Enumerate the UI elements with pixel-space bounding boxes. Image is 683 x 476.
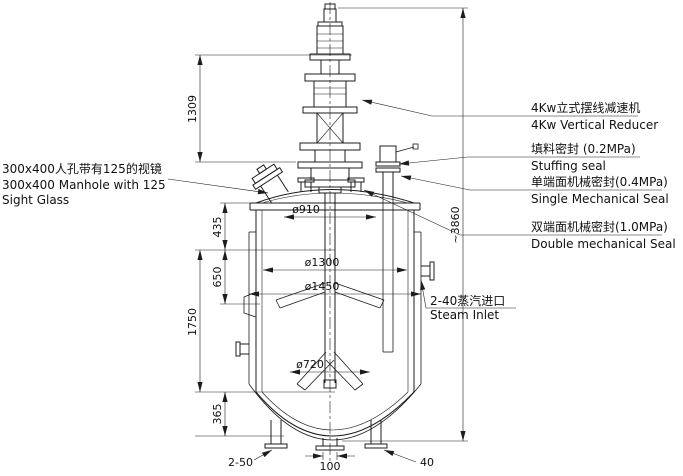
- dimension-overall-height: ~3860: [338, 7, 468, 442]
- nozzles: [235, 143, 435, 451]
- vessel-body: [243, 189, 422, 441]
- dim-dia720: ø720: [296, 358, 324, 371]
- reducer-label-cn: 4Kw立式摆线减速机: [531, 100, 640, 115]
- dim-650: 650: [211, 267, 224, 288]
- single-seal-label-en: Single Mechanical Seal: [531, 192, 669, 206]
- stuffing-seal-label-cn: 填料密封 (0.2MPa): [531, 141, 636, 156]
- agitator: [275, 193, 385, 391]
- dim-1750: 1750: [186, 308, 199, 336]
- stuffing-seal-label-en: Stuffing seal: [531, 159, 606, 173]
- double-seal-label-cn: 双端面机械密封(1.0MPa): [531, 219, 668, 234]
- dimensions-diameter: ø910 ø1300 ø1450 ø720: [249, 203, 421, 375]
- single-seal-label-cn: 单端面机械密封(0.4MPa): [531, 174, 668, 189]
- dim-40: 40: [420, 456, 434, 469]
- callout-reducer: 4Kw立式摆线减速机 4Kw Vertical Reducer: [361, 99, 658, 132]
- dim-3860: ~3860: [449, 206, 462, 243]
- manhole-label-en1: 300x400 Manhole with 125: [2, 178, 166, 192]
- dim-dia910: ø910: [292, 203, 320, 216]
- dim-dia1300: ø1300: [305, 256, 340, 269]
- double-seal-label-en: Double mechanical Seal: [531, 237, 676, 251]
- steam-inlet-label-cn: 2-40蒸汽进口: [430, 293, 505, 308]
- manhole-label-cn: 300x400人孔带有125的视镜: [2, 161, 162, 176]
- dim-dia1450: ø1450: [305, 280, 340, 293]
- dimensions-bottom: 2-50 100 40: [228, 449, 434, 473]
- dimensions-left: 1309 435 650 1750 365: [186, 54, 352, 437]
- callout-stuffing-seal: 填料密封 (0.2MPa) Stuffing seal: [398, 141, 640, 173]
- dim-2-50: 2-50: [228, 456, 253, 469]
- callout-single-mech-seal: 单端面机械密封(0.4MPa) Single Mechanical Seal: [400, 174, 669, 206]
- callout-steam-inlet: 2-40蒸汽进口 Steam Inlet: [420, 279, 516, 322]
- dim-435: 435: [211, 217, 224, 238]
- dim-365: 365: [211, 404, 224, 425]
- callout-manhole: 300x400人孔带有125的视镜 300x400 Manhole with 1…: [2, 161, 269, 207]
- dim-100: 100: [320, 460, 341, 473]
- dim-1309: 1309: [186, 95, 199, 123]
- seal-valve-nozzle: [375, 143, 419, 353]
- manhole-nozzle: [251, 163, 289, 204]
- manhole-label-en2: Sight Glass: [2, 193, 69, 207]
- steam-inlet-label-en: Steam Inlet: [430, 308, 499, 322]
- callout-double-mech-seal: 双端面机械密封(1.0MPa) Double mechanical Seal: [363, 189, 676, 251]
- reducer-label-en: 4Kw Vertical Reducer: [531, 118, 658, 132]
- steam-inlet-nozzle: [421, 261, 435, 281]
